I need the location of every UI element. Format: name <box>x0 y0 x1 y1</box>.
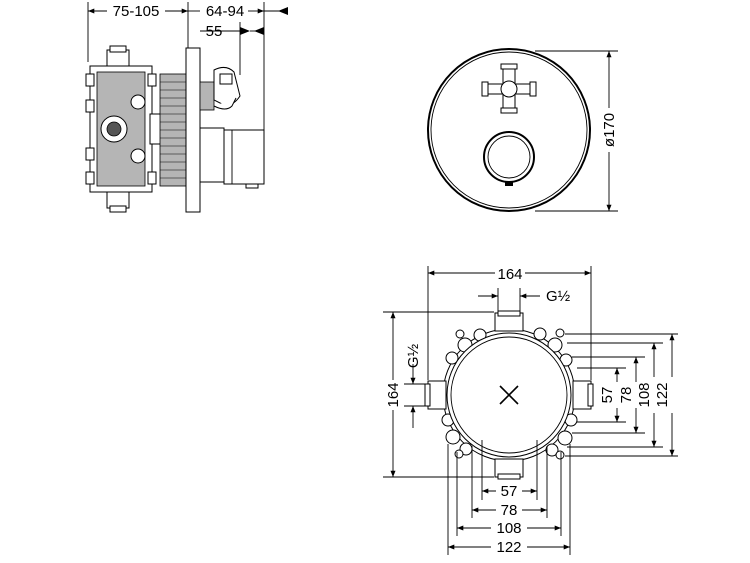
dim-label-75-105: 75-105 <box>113 3 160 20</box>
dim-label-bottom-57: 57 <box>501 483 518 500</box>
dim-label-thread-top: G½ <box>546 288 571 305</box>
dim-label-bottom-108: 108 <box>496 520 521 537</box>
thermostat-knob-side <box>199 127 265 189</box>
dim-label-width-top: 164 <box>497 266 522 283</box>
dim-label-64-94: 64-94 <box>206 3 244 20</box>
dim-label-right-108: 108 <box>636 382 653 407</box>
cover-plate-front <box>427 48 591 212</box>
dim-label-right-122: 122 <box>654 382 671 407</box>
thermostat-knob-front <box>483 131 535 183</box>
dim-label-right-78: 78 <box>618 387 635 404</box>
dim-label-height-left: 164 <box>385 382 402 407</box>
dims-bottom: 57 78 108 122 <box>447 440 571 556</box>
dims-right: 57 78 108 122 <box>565 333 678 457</box>
cover-plate-side <box>185 47 201 213</box>
dim-label-right-57: 57 <box>599 387 616 404</box>
body-view: 164 G½ 164 G½ <box>383 264 678 556</box>
cross-handle-front <box>481 63 537 114</box>
dim-label-bottom-122: 122 <box>496 539 521 556</box>
mixer-body-side <box>85 45 187 213</box>
dim-label-bottom-78: 78 <box>501 502 518 519</box>
side-view: 75-105 64-94 55 <box>85 2 288 213</box>
cross-handle-side <box>199 66 241 111</box>
dim-label-thread-left: G½ <box>405 343 422 368</box>
dim-label-55: 55 <box>206 23 223 40</box>
mixer-body-front <box>424 310 594 480</box>
front-view: ø170 <box>427 48 618 212</box>
dim-label-diameter: ø170 <box>601 113 618 147</box>
